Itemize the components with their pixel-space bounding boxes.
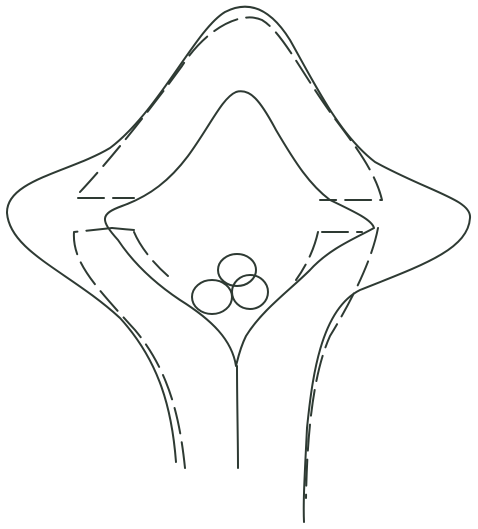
circle-bottom-left <box>192 280 232 314</box>
inner-solid-outline <box>105 91 374 366</box>
outer-dashed-outline <box>74 17 382 498</box>
circle-cluster <box>192 254 268 314</box>
central-stem-line <box>237 366 238 468</box>
circle-bottom-right <box>232 275 268 309</box>
